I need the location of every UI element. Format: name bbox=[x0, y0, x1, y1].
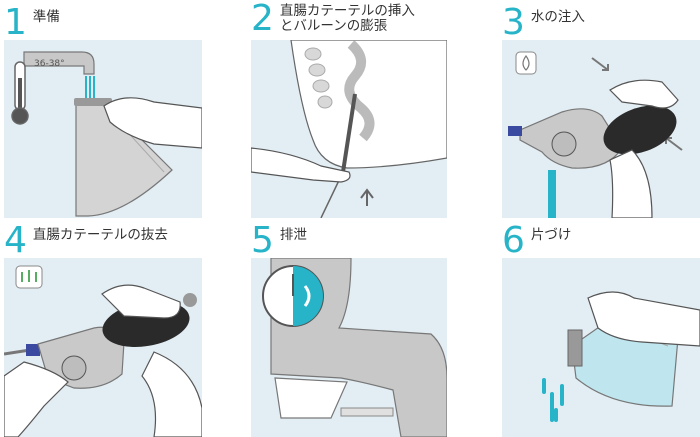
thermometer-icon bbox=[11, 61, 29, 125]
step-5-title: 排泄 bbox=[279, 227, 307, 243]
temperature-label: 36-38° bbox=[34, 59, 65, 69]
body-silhouette bbox=[290, 40, 447, 169]
step-3-number: 3 bbox=[502, 2, 525, 43]
step-2-number: 2 bbox=[251, 0, 274, 39]
step-2-header: 2 直腸カテーテルの挿入 とバルーンの膨張 bbox=[251, 0, 415, 40]
step-6-title: 片づけ bbox=[530, 227, 572, 243]
down-right-arrow-icon bbox=[591, 57, 609, 71]
hand bbox=[609, 79, 679, 109]
step-1-number: 1 bbox=[4, 2, 27, 43]
enema-bag bbox=[75, 99, 173, 217]
pump-bulb bbox=[603, 105, 677, 155]
step-4-illustration bbox=[4, 258, 202, 437]
step-1-header: 1 準備 bbox=[4, 2, 60, 43]
step-4-number: 4 bbox=[4, 220, 27, 261]
step-6-illustration bbox=[502, 258, 700, 437]
spine bbox=[304, 47, 333, 109]
step-6-number: 6 bbox=[502, 220, 525, 261]
hand bbox=[587, 291, 700, 347]
step-5-illustration bbox=[251, 258, 447, 437]
faucet-icon bbox=[23, 51, 95, 75]
up-left-arrow-icon bbox=[665, 137, 683, 151]
release-icon bbox=[15, 265, 43, 289]
step-3-illustration bbox=[502, 40, 700, 218]
step-1-illustration: 36-38° bbox=[4, 40, 202, 218]
tube bbox=[548, 170, 556, 218]
step-6-header: 6 片づけ bbox=[502, 220, 572, 261]
hand bbox=[251, 147, 351, 183]
catheter bbox=[341, 93, 357, 173]
step-3-title: 水の注入 bbox=[530, 9, 585, 25]
toilet-icon bbox=[274, 377, 348, 419]
step-2-title-line1: 直腸カテーテルの挿入 bbox=[279, 3, 415, 19]
step-1-title: 準備 bbox=[32, 9, 60, 25]
water-drop-icon bbox=[515, 51, 537, 75]
hand bbox=[103, 97, 202, 149]
step-3-header: 3 水の注入 bbox=[502, 2, 585, 43]
step-4-header: 4 直腸カテーテルの抜去 bbox=[4, 220, 168, 261]
step-5-header: 5 排泄 bbox=[251, 220, 307, 261]
water-drops bbox=[542, 378, 564, 422]
intestine bbox=[344, 40, 375, 142]
up-arrow-icon bbox=[360, 188, 374, 206]
step-5-number: 5 bbox=[251, 220, 274, 261]
hand bbox=[101, 284, 181, 319]
water-stream bbox=[85, 76, 95, 102]
step-2-title: 直腸カテーテルの挿入 とバルーンの膨張 bbox=[280, 4, 415, 34]
clock-icon bbox=[262, 265, 324, 327]
step-2-title-line2: とバルーンの膨張 bbox=[279, 18, 388, 34]
step-4-title: 直腸カテーテルの抜去 bbox=[32, 227, 168, 243]
step-2-illustration bbox=[251, 40, 447, 218]
